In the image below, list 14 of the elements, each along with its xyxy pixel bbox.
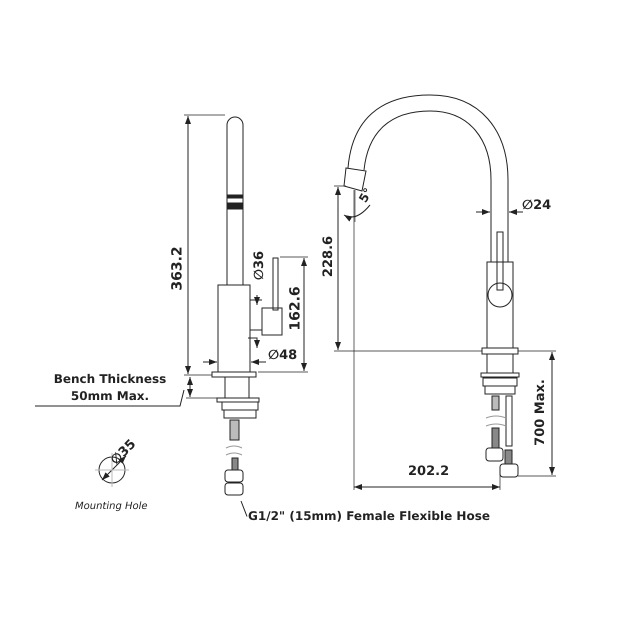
dimension-value: ∅48 bbox=[268, 348, 298, 362]
leader-line bbox=[240, 500, 248, 517]
leader-line bbox=[34, 390, 184, 406]
dimension-value: 700 Max. bbox=[532, 378, 548, 446]
dimension-value: 363.2 bbox=[170, 246, 186, 290]
dimension-value: 5° bbox=[356, 185, 376, 205]
caption-text: Mounting Hole bbox=[75, 500, 148, 514]
dimension-value: ∅36 bbox=[252, 250, 267, 280]
dimension-value: ∅24 bbox=[522, 198, 552, 212]
callout-text: G1/2" (15mm) Female Flexible Hose bbox=[248, 508, 548, 525]
dimension-value: 202.2 bbox=[408, 464, 450, 478]
dimension-value: 162.6 bbox=[288, 286, 304, 330]
dimension-value: 228.6 bbox=[320, 235, 336, 277]
callout-text: Bench Thickness 50mm Max. bbox=[40, 371, 180, 405]
